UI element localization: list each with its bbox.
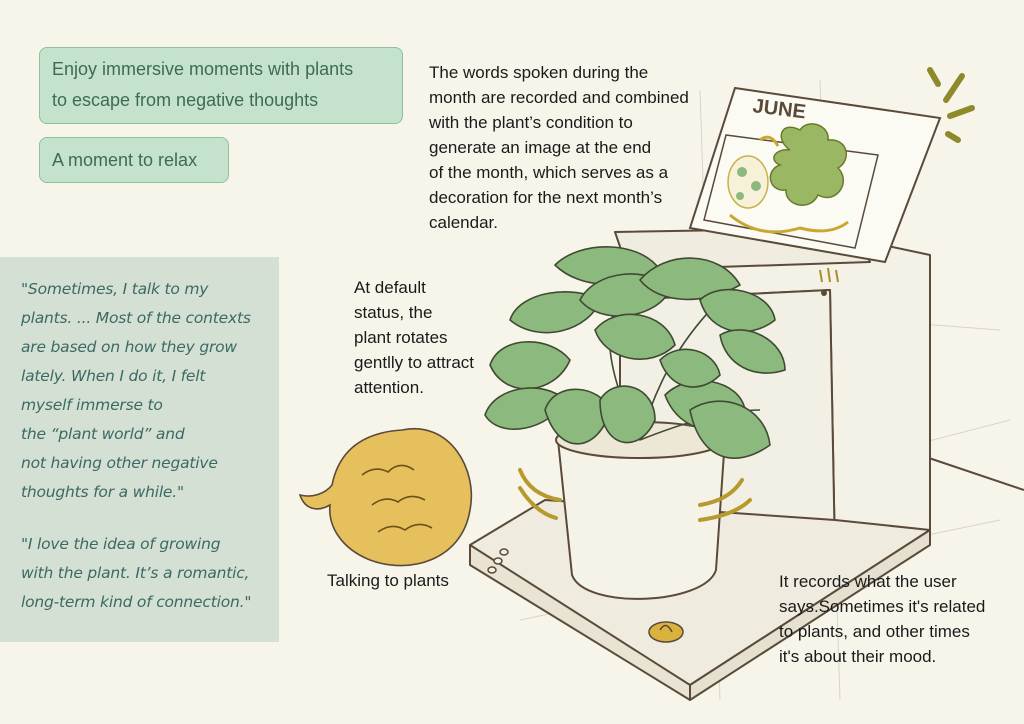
annotation-line: plant rotates [354, 328, 448, 347]
button-icon[interactable] [648, 621, 684, 643]
quote-line: thoughts for a while." [21, 483, 184, 501]
quote-line: myself immerse to [21, 396, 163, 414]
recording-annotation: It records what the user says.Sometimes … [779, 569, 985, 669]
annotation-line: decoration for the next month’s [429, 188, 663, 207]
annotation-line: month are recorded and combined [429, 88, 689, 107]
speaker-marks [819, 267, 839, 283]
annotation-line: status, the [354, 303, 433, 322]
relax-tag: A moment to relax [39, 137, 229, 183]
immersive-tag: Enjoy immersive moments with plants to e… [39, 47, 403, 124]
annotation-line: At default [354, 278, 426, 297]
immersive-tag-line-1: Enjoy immersive moments with plants [52, 59, 354, 79]
quote-line: the “plant world” and [21, 425, 185, 443]
quote-line: not having other negative [21, 454, 218, 472]
quote-line: plants. ... Most of the contexts [21, 309, 251, 327]
quote-line: with the plant. It’s a romantic, [21, 564, 250, 582]
quote-panel [0, 257, 279, 642]
annotation-line: calendar. [429, 213, 498, 232]
talking-annotation: Talking to plants [327, 571, 449, 590]
plant-leaf-icon [484, 246, 786, 459]
annotation-line: with the plant’s condition to [429, 113, 633, 132]
annotation-line: The words spoken during the [429, 63, 649, 82]
quote-line: lately. When I do it, I felt [21, 367, 206, 385]
table-edge [919, 454, 1024, 491]
indicator-dot [821, 290, 827, 296]
annotation-line: says.Sometimes it's related [779, 597, 986, 616]
user-quote-1: "Sometimes, I talk to my plants. ... Mos… [21, 275, 251, 507]
immersive-tag-line-2: to escape from negative thoughts [52, 90, 319, 110]
annotation-line: it's about their mood. [779, 647, 937, 666]
quote-line: "Sometimes, I talk to my [21, 280, 209, 298]
calendar-page: JUNE [688, 86, 942, 264]
quote-line: long-term kind of connection." [21, 593, 252, 611]
calendar-annotation: The words spoken during the month are re… [429, 60, 689, 235]
quote-line: "I love the idea of growing [21, 535, 221, 553]
quote-line: are based on how they grow [21, 338, 237, 356]
rotation-annotation: At default status, the plant rotates gen… [354, 275, 474, 400]
sparkle-lines-icon [927, 67, 975, 143]
annotation-line: generate an image at the end [429, 138, 652, 157]
annotation-line: to plants, and other times [779, 622, 970, 641]
plant-pot [555, 421, 727, 600]
speech-bubble-icon [298, 427, 473, 567]
rotation-arcs [518, 468, 752, 522]
annotation-line: attention. [354, 378, 424, 397]
annotation-line: It records what the user [779, 572, 957, 591]
annotation-line: of the month, which serves as a [429, 163, 669, 182]
speaker-holes [487, 548, 509, 574]
user-quote-2: "I love the idea of growing with the pla… [21, 530, 251, 617]
annotation-line: gentlly to attract [354, 353, 475, 372]
